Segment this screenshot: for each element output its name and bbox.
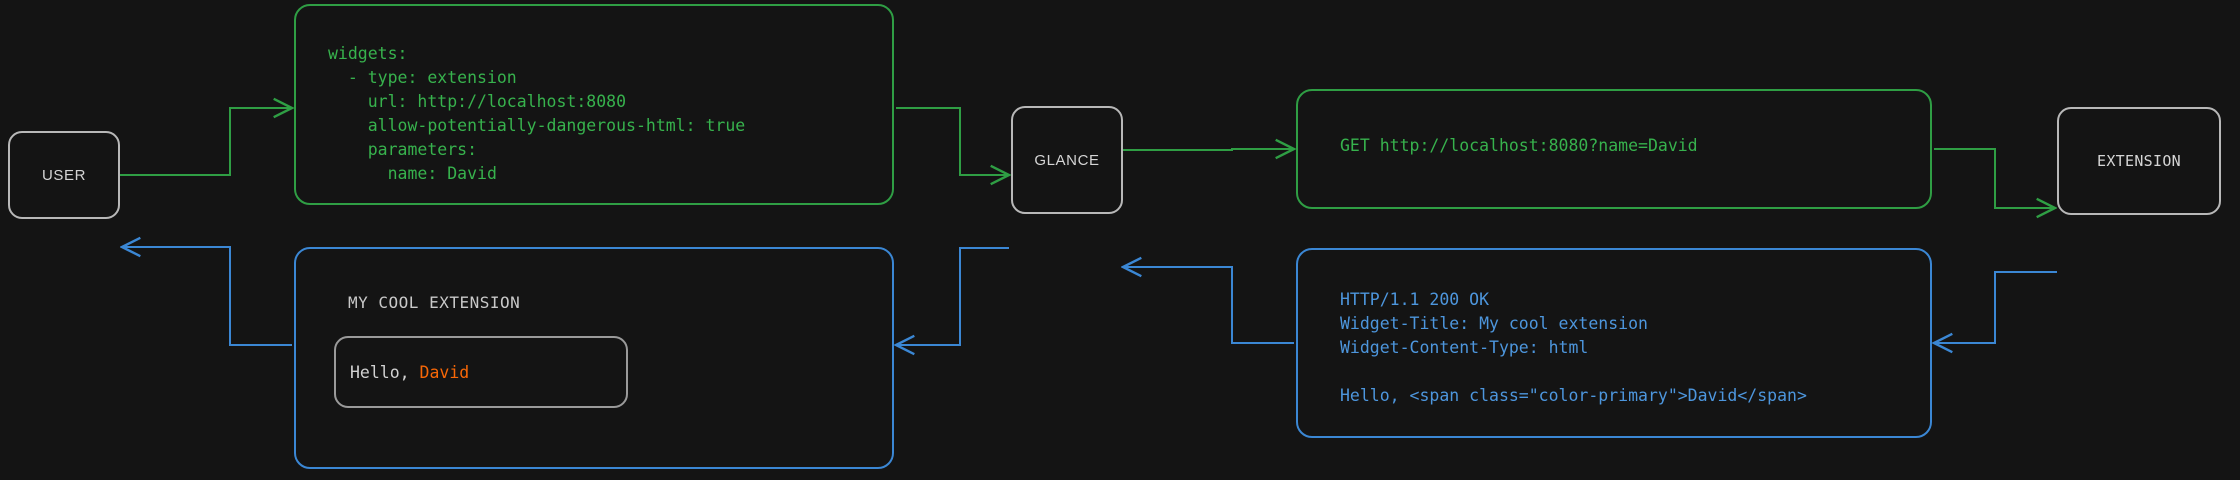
widget-preview-card[interactable]: Hello, David [334, 336, 628, 408]
connector-widget-to-user [122, 247, 292, 346]
widget-preview-panel: MY COOL EXTENSION Hello, David [294, 247, 894, 469]
node-extension-label: EXTENSION [2097, 152, 2181, 170]
node-glance-label: GLANCE [1034, 151, 1100, 169]
widget-preview-body: Hello, David [350, 363, 469, 382]
http-response-text: HTTP/1.1 200 OK Widget-Title: My cool ex… [1340, 290, 1807, 405]
widget-preview-title: MY COOL EXTENSION [348, 293, 521, 312]
connector-glance-to-request [1123, 149, 1294, 150]
connector-extension-to-response [1934, 271, 2057, 343]
config-yaml-panel: widgets: - type: extension url: http://l… [294, 4, 894, 205]
node-user-label: USER [41, 166, 87, 184]
config-yaml-text: widgets: - type: extension url: http://l… [328, 44, 746, 183]
connector-glance-to-widget [896, 247, 1009, 345]
http-response-panel: HTTP/1.1 200 OK Widget-Title: My cool ex… [1296, 248, 1932, 438]
node-user[interactable]: USER [8, 131, 120, 219]
connector-config-to-glance [896, 107, 1009, 175]
widget-preview-greeting: Hello, [350, 363, 420, 382]
connector-user-to-config [120, 108, 292, 176]
node-glance[interactable]: GLANCE [1011, 106, 1123, 214]
widget-preview-name: David [419, 363, 470, 382]
http-request-text: GET http://localhost:8080?name=David [1340, 136, 1698, 155]
connector-request-to-extension-line [1934, 148, 2055, 208]
connector-response-to-glance [1123, 267, 1294, 344]
http-request-panel: GET http://localhost:8080?name=David [1296, 89, 1932, 209]
node-extension[interactable]: EXTENSION [2057, 107, 2221, 215]
